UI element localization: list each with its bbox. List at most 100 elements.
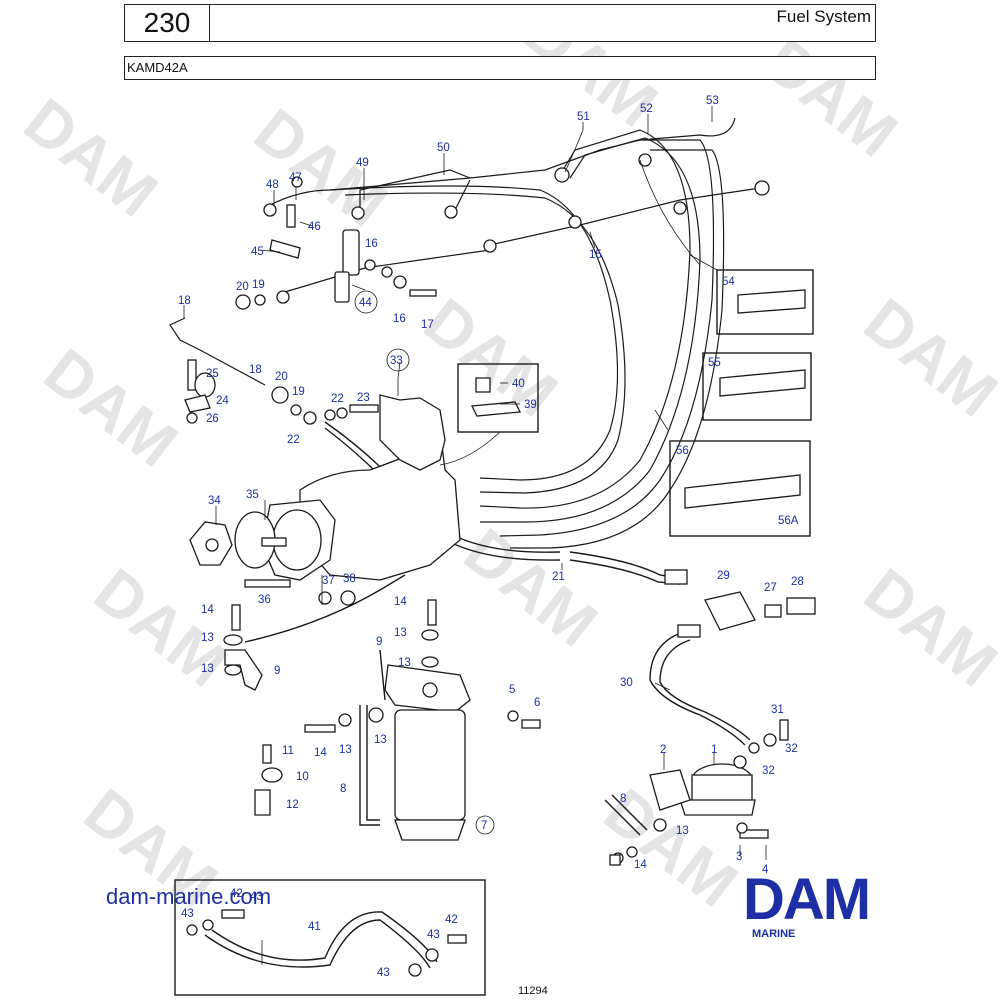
callout-47: 47 — [289, 172, 302, 184]
callout-11: 11 — [282, 745, 294, 757]
callout-24: 24 — [216, 395, 229, 407]
callout-55: 55 — [708, 357, 721, 369]
watermark-layer: DAM DAM DAM DAM DAM DAM DAM DAM DAM DAM … — [11, 0, 1000, 921]
callout-20a: 20 — [236, 281, 249, 293]
callout-31: 31 — [771, 704, 784, 716]
callout-1: 1 — [711, 744, 717, 756]
callout-20b: 20 — [275, 371, 288, 383]
callout-14a: 14 — [201, 604, 214, 616]
website-link[interactable]: dam-marine.com — [106, 884, 272, 909]
callout-19b: 19 — [292, 386, 305, 398]
watermark: DAM — [11, 84, 170, 230]
callout-42a: 42 — [230, 888, 243, 900]
callout-43b: 43 — [250, 891, 263, 903]
callout-25: 25 — [206, 368, 219, 380]
callout-40: 40 — [512, 378, 525, 390]
callout-13d: 13 — [398, 657, 411, 669]
watermark: DAM — [851, 554, 1000, 700]
feed-pump — [609, 719, 789, 866]
callout-34: 34 — [208, 495, 221, 507]
callout-27: 27 — [764, 582, 777, 594]
callout-13e: 13 — [339, 744, 352, 756]
callout-43d: 43 — [377, 967, 390, 979]
callout-17: 17 — [421, 319, 434, 331]
callout-13c: 13 — [394, 627, 407, 639]
watermark: DAM — [851, 284, 1000, 430]
callout-16b: 16 — [393, 313, 406, 325]
watermark: DAM — [451, 514, 610, 660]
injection-pump — [189, 394, 461, 588]
callout-32a: 32 — [785, 743, 798, 755]
callout-50: 50 — [437, 142, 450, 154]
model-bar: KAMD42A — [124, 56, 876, 80]
callout-3: 3 — [736, 851, 742, 863]
engine-model: KAMD42A — [127, 60, 188, 75]
callout-12: 12 — [286, 799, 299, 811]
watermark: DAM — [751, 24, 910, 170]
drawing-number: 11294 — [518, 985, 548, 997]
callout-8b: 8 — [620, 793, 626, 805]
callout-18b: 18 — [249, 364, 262, 376]
callout-42b: 42 — [445, 914, 458, 926]
callout-49: 49 — [356, 157, 369, 169]
injector-parts — [235, 153, 770, 310]
callout-9a: 9 — [274, 665, 280, 677]
leader-lines — [183, 106, 767, 965]
callout-15: 15 — [589, 249, 602, 261]
callout-9b: 9 — [376, 636, 382, 648]
callout-52: 52 — [640, 103, 653, 115]
callout-53: 53 — [706, 95, 719, 107]
callout-7: 7 — [481, 820, 487, 832]
callout-56: 56 — [676, 445, 689, 457]
callout-4: 4 — [762, 864, 769, 876]
watermark: DAM — [241, 94, 400, 240]
watermark: DAM — [31, 334, 190, 480]
callout-14b: 14 — [394, 596, 407, 608]
page-title: Fuel System — [776, 7, 871, 26]
callout-14d: 14 — [634, 859, 647, 871]
callout-38: 38 — [343, 573, 356, 585]
callout-labels: 1 2 3 4 5 6 7 8 8 9 9 10 11 12 13 13 13 … — [178, 95, 804, 979]
callout-22b: 22 — [287, 434, 300, 446]
injection-pipes — [169, 117, 761, 549]
callout-36: 36 — [258, 594, 271, 606]
callout-13b: 13 — [201, 663, 214, 675]
callout-13f: 13 — [374, 734, 387, 746]
inline-fittings — [664, 569, 816, 638]
callout-29: 29 — [717, 570, 730, 582]
callout-56A: 56A — [778, 515, 799, 527]
callout-2: 2 — [660, 744, 666, 756]
callout-39: 39 — [524, 399, 537, 411]
header-bar: 230 Fuel System — [124, 4, 876, 42]
page-number: 230 — [125, 5, 210, 41]
callout-13g: 13 — [676, 825, 689, 837]
brand-logo: DAM — [742, 867, 871, 932]
callout-48: 48 — [266, 179, 279, 191]
fuel-filter — [304, 599, 541, 841]
callout-45: 45 — [251, 246, 264, 258]
callout-37: 37 — [322, 575, 335, 587]
callout-51: 51 — [577, 111, 590, 123]
callout-33: 33 — [390, 355, 403, 367]
callout-35: 35 — [246, 489, 259, 501]
callout-54: 54 — [722, 276, 735, 288]
callout-43c: 43 — [427, 929, 440, 941]
callout-23: 23 — [357, 392, 370, 404]
callout-14c: 14 — [314, 747, 327, 759]
callout-26: 26 — [206, 413, 219, 425]
detail-boxes — [174, 159, 814, 996]
callout-32b: 32 — [762, 765, 775, 777]
callout-18a: 18 — [178, 295, 191, 307]
callout-21: 21 — [552, 571, 565, 583]
callout-5: 5 — [509, 684, 515, 696]
callout-44: 44 — [359, 297, 372, 309]
callout-10: 10 — [296, 771, 309, 783]
callout-30: 30 — [620, 677, 633, 689]
callout-46: 46 — [308, 221, 321, 233]
callout-43a: 43 — [181, 908, 194, 920]
callout-6: 6 — [534, 697, 540, 709]
callout-22a: 22 — [331, 393, 344, 405]
callout-16a: 16 — [365, 238, 378, 250]
callout-13a: 13 — [201, 632, 214, 644]
